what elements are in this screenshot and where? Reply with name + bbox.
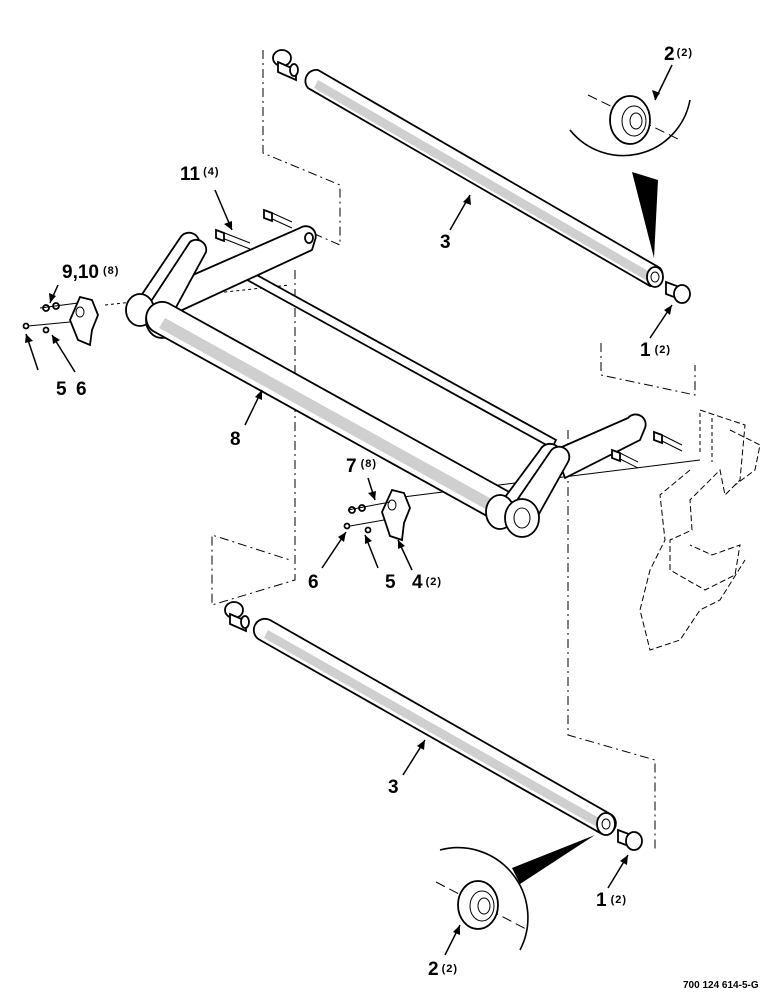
top-roller — [304, 69, 664, 288]
bolts — [215, 208, 683, 469]
tie-rod — [238, 266, 558, 450]
label-9-10: 9,10(8) — [62, 262, 119, 283]
label-3-bottom: 3 — [388, 777, 399, 798]
label-1-bottom: 1(2) — [596, 890, 627, 911]
middle-bearing-half — [343, 488, 411, 542]
leader-arrows — [25, 64, 673, 956]
label-1-top: 1(2) — [640, 340, 671, 361]
label-2-bottom: 2(2) — [428, 959, 458, 980]
label-6-left: 6 — [76, 379, 87, 400]
bearing-cap-bottom-left — [224, 601, 250, 633]
label-11: 11(4) — [180, 164, 220, 185]
label-2-top: 2(2) — [664, 44, 693, 65]
drawing-code: 700 124 614-5-G — [683, 980, 759, 991]
label-3-top: 3 — [440, 232, 451, 253]
label-5-mid: 5 — [385, 572, 396, 593]
left-arm-assembly — [125, 225, 317, 339]
right-arm-assembly — [485, 413, 647, 538]
main-roller — [145, 301, 528, 528]
machine-frame — [639, 409, 761, 651]
bottom-roller — [252, 617, 617, 836]
label-7: 7(8) — [346, 456, 377, 477]
bearing-cap-bottom-right — [617, 828, 643, 851]
part-labels: 2(2) 11(4) 3 9,10(8) 1(2) 5 6 8 7(8) 6 5… — [56, 44, 759, 991]
label-5-left: 5 — [56, 379, 67, 400]
label-4: 4(2) — [412, 572, 442, 593]
left-bearing-half — [22, 295, 99, 347]
label-8: 8 — [230, 429, 241, 450]
label-6-mid: 6 — [308, 572, 319, 593]
bearing-cap-top-right — [665, 280, 691, 304]
bearing-cap-top-left — [272, 49, 299, 82]
bearing-detail-top — [569, 94, 691, 258]
bearing-detail-bottom — [435, 835, 595, 951]
